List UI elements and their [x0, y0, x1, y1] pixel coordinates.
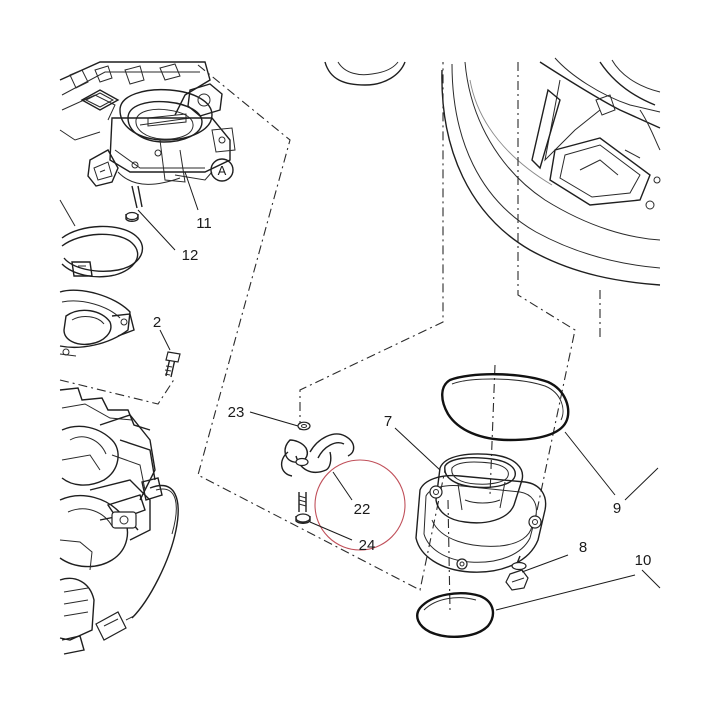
assembly-guide-lines — [59, 62, 601, 611]
o-ring-large — [441, 373, 570, 442]
callout-23: 23 — [228, 404, 245, 421]
callout-labels: 11 12 2 23 22 24 7 9 8 10 — [153, 215, 652, 569]
o-ring-small — [416, 592, 495, 638]
intake-flange — [415, 453, 547, 573]
leader-lines — [137, 171, 636, 611]
hose-clamp — [59, 199, 143, 278]
edge-line-lower — [641, 569, 661, 589]
engine-cylinder-head — [59, 387, 179, 655]
callout-8: 8 — [579, 539, 587, 556]
callout-22: 22 — [354, 501, 371, 518]
edge-line — [624, 467, 659, 501]
airbox-housing — [324, 57, 661, 286]
highlight-circle — [314, 459, 406, 551]
reference-mark-a: A — [218, 163, 227, 178]
clip-washer — [297, 421, 311, 431]
clip-screw — [295, 492, 311, 524]
bolt — [164, 351, 181, 378]
callout-10: 10 — [635, 552, 652, 569]
callout-11: 11 — [196, 215, 212, 232]
callout-9: 9 — [613, 500, 621, 517]
callout-2: 2 — [153, 314, 161, 331]
intake-manifold-boot — [59, 289, 135, 357]
wire-clip — [281, 433, 355, 477]
throttle-mounting-screw — [125, 185, 143, 222]
callout-12: 12 — [182, 247, 199, 264]
callout-7: 7 — [384, 413, 392, 430]
callout-24: 24 — [359, 537, 376, 554]
flange-screw — [505, 555, 529, 591]
throttle-body: A — [59, 61, 236, 187]
